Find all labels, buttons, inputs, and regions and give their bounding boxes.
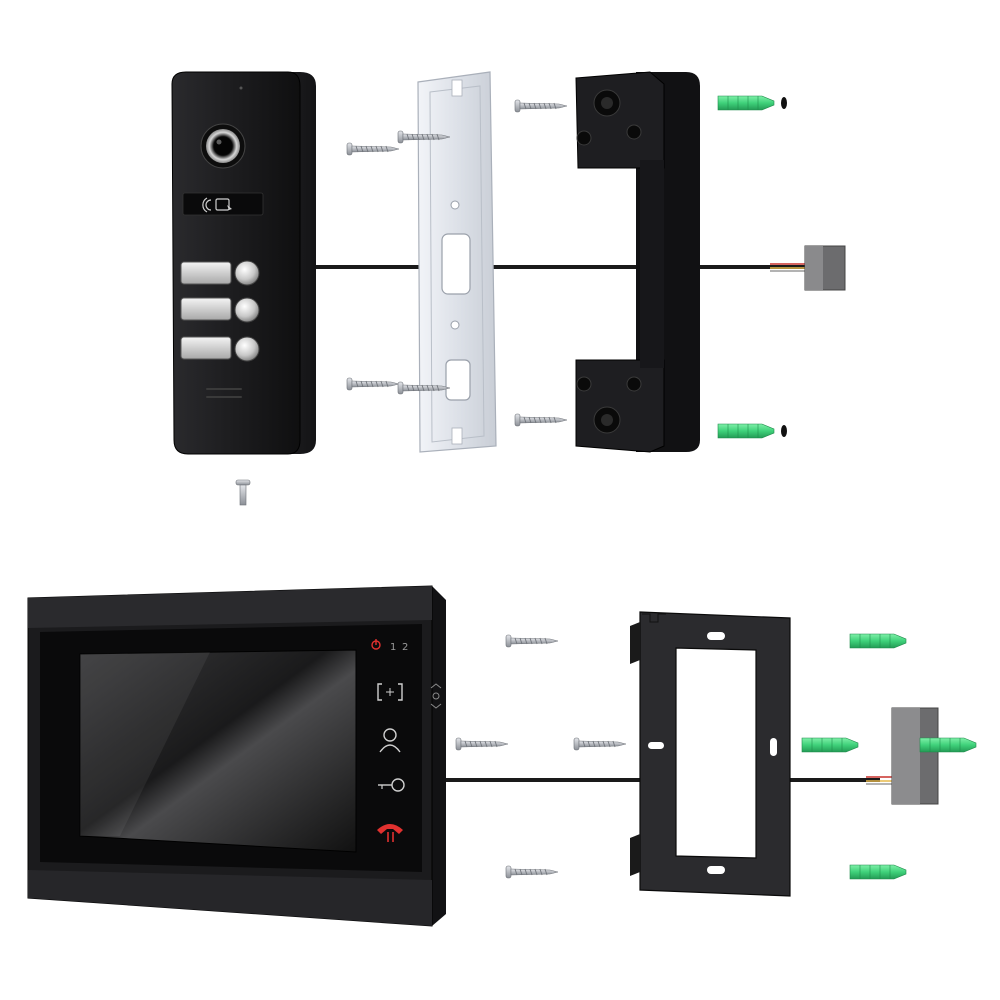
- wall-anchor: [717, 423, 775, 439]
- rfid-card-icon: [202, 197, 232, 213]
- wall-anchor: [849, 633, 907, 649]
- screw: [505, 634, 559, 648]
- drill-hole: [781, 97, 787, 109]
- screw: [514, 413, 568, 427]
- call-button-row-3: [180, 336, 260, 362]
- wall-anchor: [849, 864, 907, 880]
- camera-lens-icon: [200, 123, 246, 169]
- wall-anchor: [801, 737, 859, 753]
- outdoor-mounting-plate: [417, 71, 497, 453]
- microphone-hole-icon: [239, 86, 243, 90]
- call-button-icon: [234, 260, 260, 286]
- wall-box-connector-bottom: [891, 707, 939, 805]
- volume-icon: [430, 683, 442, 709]
- call-button-row-2: [180, 297, 260, 323]
- outdoor-rain-bracket: [575, 71, 700, 453]
- key-icon: [378, 778, 405, 792]
- call-button-row-1: [180, 260, 260, 286]
- wall-box-connector: [804, 245, 846, 291]
- wall-anchor: [717, 95, 775, 111]
- screw: [505, 865, 559, 879]
- drill-hole: [781, 425, 787, 437]
- speaker-grille-icon: [206, 388, 242, 398]
- indicator-2: 2: [402, 642, 408, 653]
- screw: [455, 737, 509, 751]
- screw: [346, 377, 400, 391]
- screw: [573, 737, 627, 751]
- monitor-mounting-plate: [630, 611, 791, 897]
- intercom-icon: [377, 683, 403, 701]
- wall-anchor: [919, 737, 977, 753]
- monitor-screen: [79, 649, 357, 853]
- top-cable-end: [770, 263, 808, 272]
- security-screw: [235, 479, 251, 506]
- screw: [346, 142, 400, 156]
- call-button-icon: [234, 336, 260, 362]
- rfid-reader: [182, 192, 264, 216]
- hangup-phone-icon: [377, 824, 403, 842]
- screw: [514, 99, 568, 113]
- outdoor-call-panel: [171, 71, 316, 455]
- power-icon: [371, 639, 381, 650]
- call-button-icon: [234, 297, 260, 323]
- person-icon: [379, 728, 401, 753]
- indoor-monitor: 1 2: [27, 585, 446, 927]
- indicator-1: 1: [390, 642, 396, 653]
